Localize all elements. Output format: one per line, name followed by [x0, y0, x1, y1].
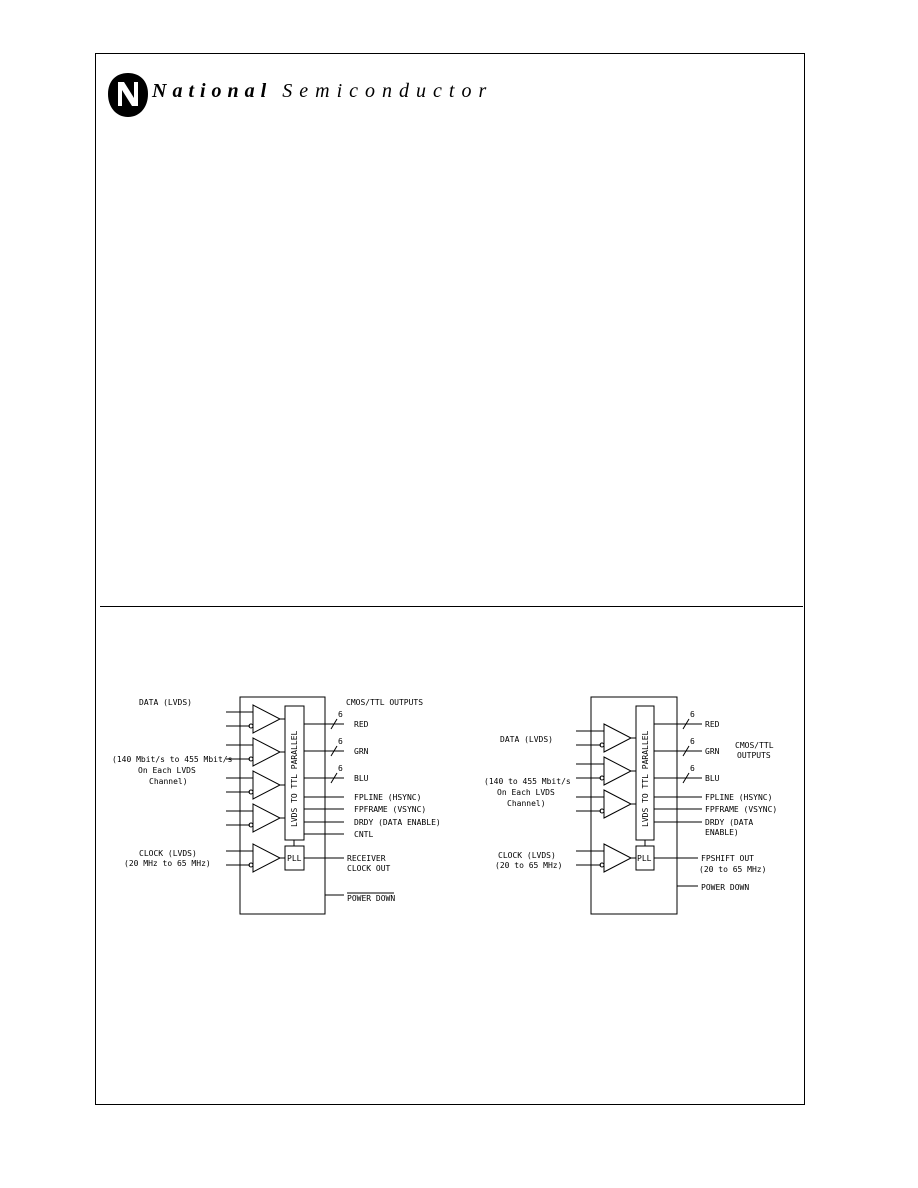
right-bus-width-blu: 6 [690, 764, 695, 773]
left-converter-label: LVDS TO TTL PARALLEL [290, 730, 299, 827]
right-shift-clock-2: (20 to 65 MHz) [699, 865, 766, 874]
right-outputs-line-1: CMOS/TTL [735, 741, 774, 750]
left-receiver-3-icon [252, 770, 282, 800]
left-bus-width-grn: 6 [338, 737, 343, 746]
right-data-line-3: On Each LVDS [497, 788, 555, 797]
left-signal-fpframe: FPFRAME (VSYNC) [354, 805, 426, 814]
right-shift-clock-1: FPSHIFT OUT [701, 854, 754, 863]
section-divider [100, 606, 803, 607]
left-receiver-4-icon [252, 803, 282, 833]
left-bus-width-blu: 6 [338, 764, 343, 773]
left-receiver-clock-1: RECEIVER [347, 854, 386, 863]
inverting-input-icon [248, 822, 254, 828]
left-receiver-clock-2: CLOCK OUT [347, 864, 391, 873]
inverting-input-icon [248, 862, 254, 868]
right-power-down: POWER DOWN [701, 883, 749, 892]
left-signal-fpline: FPLINE (HSYNC) [354, 793, 421, 802]
brand-semiconductor: Semiconductor [282, 80, 494, 102]
left-clock-receiver-icon [252, 843, 282, 873]
brand-wordmark: National Semiconductor [152, 80, 493, 103]
brand-national: National [152, 80, 273, 102]
left-signal-drdy: DRDY (DATA ENABLE) [354, 818, 441, 827]
right-signal-drdy-1: DRDY (DATA [705, 818, 753, 827]
right-clock-line-2: (20 to 65 MHz) [495, 861, 562, 870]
left-chip-outline [239, 696, 326, 915]
right-receiver-1-icon [603, 723, 633, 753]
national-logo-icon [108, 73, 148, 117]
page-frame [95, 53, 805, 1105]
left-rate-line-3: Channel) [149, 777, 188, 786]
inverting-input-icon [599, 775, 605, 781]
left-signal-cntl: CNTL [354, 830, 373, 839]
inverting-input-icon [248, 789, 254, 795]
inverting-input-icon [248, 723, 254, 729]
right-data-line-4: Channel) [507, 799, 546, 808]
right-clock-receiver-icon [603, 843, 633, 873]
right-signal-drdy-2: ENABLE) [705, 828, 739, 837]
right-receiver-3-icon [603, 789, 633, 819]
right-receiver-2-icon [603, 756, 633, 786]
inverting-input-icon [248, 756, 254, 762]
right-outputs-line-2: OUTPUTS [737, 751, 771, 760]
inverting-input-icon [599, 742, 605, 748]
left-signal-red: RED [354, 720, 369, 729]
left-clock-line-2: (20 MHz to 65 MHz) [124, 859, 211, 868]
right-block-diagram [576, 696, 702, 915]
inverting-input-icon [599, 862, 605, 868]
right-signal-grn: GRN [705, 747, 720, 756]
left-power-down: POWER DOWN [347, 894, 395, 903]
left-bus-width-red: 6 [338, 710, 343, 719]
right-pll-label: PLL [637, 854, 652, 863]
right-converter-label: LVDS TO TTL PARALLEL [641, 730, 650, 827]
right-chip-outline [590, 696, 678, 915]
inverting-input-icon [599, 808, 605, 814]
right-signal-fpframe: FPFRAME (VSYNC) [705, 805, 777, 814]
right-signal-red: RED [705, 720, 720, 729]
right-data-line-2: (140 to 455 Mbit/s [484, 777, 571, 786]
left-clock-line-1: CLOCK (LVDS) [139, 849, 197, 858]
left-receiver-2-icon [252, 737, 282, 767]
right-bus-width-red: 6 [690, 710, 695, 719]
left-signal-blu: BLU [354, 774, 369, 783]
left-rate-line-1: (140 Mbit/s to 455 Mbit/s [112, 755, 233, 764]
right-bus-width-grn: 6 [690, 737, 695, 746]
left-outputs-title: CMOS/TTL OUTPUTS [346, 698, 423, 707]
left-block-diagram [226, 696, 394, 915]
left-pll-label: PLL [287, 854, 302, 863]
left-receiver-1-icon [252, 704, 282, 734]
right-clock-line-1: CLOCK (LVDS) [498, 851, 556, 860]
right-data-line-1: DATA (LVDS) [500, 735, 553, 744]
right-signal-fpline: FPLINE (HSYNC) [705, 793, 772, 802]
left-signal-grn: GRN [354, 747, 369, 756]
left-rate-line-2: On Each LVDS [138, 766, 196, 775]
right-signal-blu: BLU [705, 774, 720, 783]
left-data-label: DATA (LVDS) [139, 698, 192, 707]
